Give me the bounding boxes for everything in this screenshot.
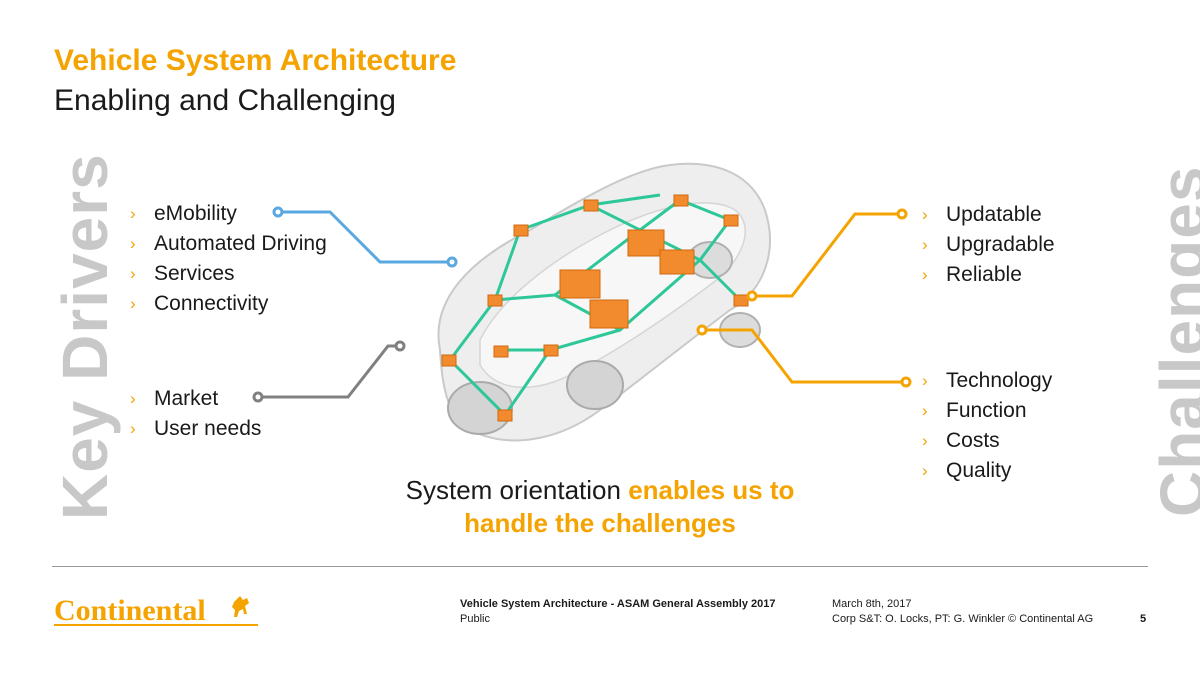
horse-icon — [232, 596, 249, 617]
chevron-right-icon: › — [130, 294, 136, 313]
list-item: ›User needs — [130, 414, 261, 444]
gray-connector — [258, 344, 400, 399]
chevron-right-icon: › — [922, 431, 928, 450]
footer-classification: Public — [460, 613, 490, 625]
list-item: ›Technology — [922, 366, 1052, 396]
challenges-primary-list: ›Updatable ›Upgradable ›Reliable — [922, 200, 1055, 290]
list-item: ›eMobility — [130, 199, 327, 229]
list-item: ›Upgradable — [922, 230, 1055, 260]
list-item: ›Connectivity — [130, 289, 327, 319]
slide-subtitle: Enabling and Challenging — [54, 84, 396, 117]
tagline-highlight-1: enables us to — [628, 475, 795, 505]
orange-connector-bottom — [702, 328, 906, 384]
tagline: System orientation enables us to handle … — [340, 474, 860, 540]
chevron-right-icon: › — [130, 204, 136, 223]
car-illustration — [437, 162, 771, 442]
chevron-right-icon: › — [922, 205, 928, 224]
list-item: ›Reliable — [922, 260, 1055, 290]
orange-connector-top — [752, 212, 902, 298]
footer-date: March 8th, 2017 — [832, 598, 912, 610]
page-number: 5 — [1140, 613, 1147, 625]
chevron-right-icon: › — [922, 401, 928, 420]
list-item: ›Updatable — [922, 200, 1055, 230]
blue-connector — [278, 210, 452, 264]
chevron-right-icon: › — [922, 235, 928, 254]
chevron-right-icon: › — [130, 389, 136, 408]
chevron-right-icon: › — [922, 371, 928, 390]
list-item: ›Services — [130, 259, 327, 289]
footer-authors: Corp S&T: O. Locks, PT: G. Winkler © Con… — [832, 613, 1094, 625]
chevron-right-icon: › — [922, 461, 928, 480]
list-item: ›Function — [922, 396, 1052, 426]
continental-logo: Continental — [54, 594, 258, 627]
chevron-right-icon: › — [130, 234, 136, 253]
slide-title: Vehicle System Architecture — [54, 44, 457, 77]
challenges-secondary-list: ›Technology ›Function ›Costs ›Quality — [922, 366, 1052, 486]
footer-divider — [52, 566, 1148, 567]
tagline-highlight-2: handle the challenges — [464, 508, 736, 538]
drivers-secondary-list: ›Market ›User needs — [130, 384, 261, 444]
list-item: ›Market — [130, 384, 261, 414]
tagline-plain: System orientation — [405, 475, 629, 505]
svg-text:Continental: Continental — [54, 594, 206, 627]
footer-doc-title: Vehicle System Architecture - ASAM Gener… — [460, 598, 776, 610]
chevron-right-icon: › — [130, 419, 136, 438]
drivers-primary-list: ›eMobility ›Automated Driving ›Services … — [130, 199, 327, 319]
list-item: ›Automated Driving — [130, 229, 327, 259]
chevron-right-icon: › — [130, 264, 136, 283]
list-item: ›Costs — [922, 426, 1052, 456]
list-item: ›Quality — [922, 456, 1052, 486]
chevron-right-icon: › — [922, 265, 928, 284]
